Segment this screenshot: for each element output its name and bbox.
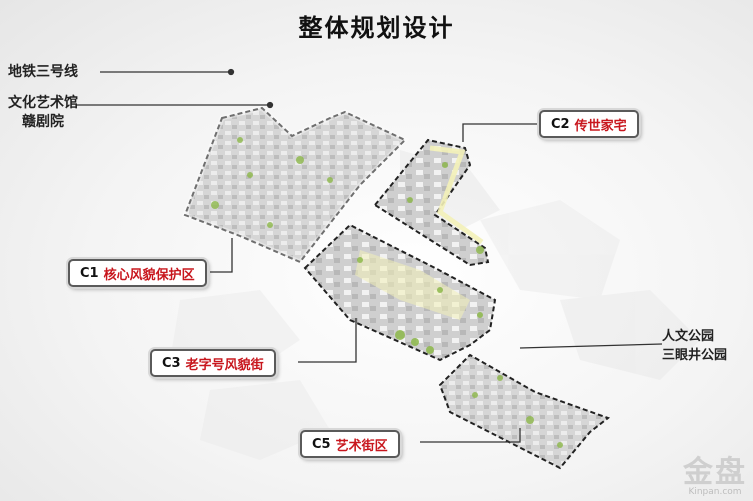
culture-venue-label: 文化艺术馆 赣剧院 [8, 95, 78, 130]
watermark: 金盘 Kinpan.com [683, 447, 747, 497]
zone-c3-block [303, 223, 497, 362]
leader-lines [76, 68, 663, 443]
park-label: 人文公园 三眼井公园 [662, 329, 728, 363]
watermark-logo: 金盘 [683, 455, 747, 490]
watermark-url: Kinpan.com [688, 487, 742, 497]
zone-c1-block [181, 105, 410, 266]
metro-line-label: 地铁三号线 [8, 64, 78, 80]
page-title: 整体规划设计 [298, 14, 455, 42]
zone-c2-block [373, 138, 490, 267]
zone-c5-block [438, 353, 611, 470]
